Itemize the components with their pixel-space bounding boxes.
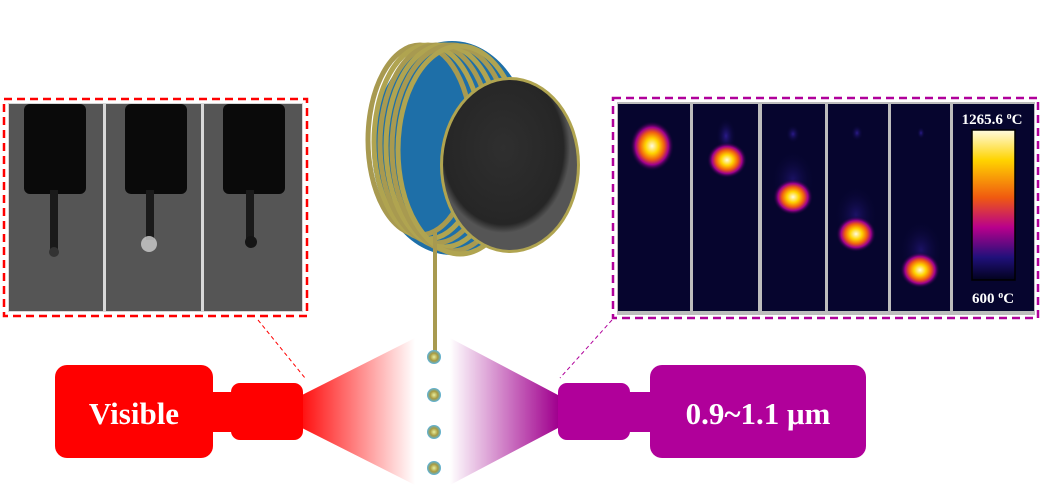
- thermal-frame-3: [762, 104, 825, 311]
- visible-connector-line: [257, 319, 306, 379]
- visible-frame-1: [9, 104, 103, 311]
- visible-camera: Visible: [55, 365, 303, 458]
- colorbar-max-label: 1265.6 oC: [962, 111, 1023, 128]
- colorbar: [971, 129, 1016, 281]
- visible-camera-body: [55, 365, 213, 458]
- bead: [427, 388, 441, 402]
- thermal-frame-2: [693, 104, 758, 311]
- thermal-image-panel: 1265.6 oC 600 oC: [611, 96, 1040, 320]
- infrared-camera-body: [650, 365, 866, 458]
- infrared-beam: [450, 338, 558, 485]
- visible-camera-lens: [231, 383, 303, 440]
- fiber-strand: [433, 230, 437, 355]
- bead: [427, 461, 441, 475]
- bead: [427, 425, 441, 439]
- thermal-dashed-border: [611, 96, 1040, 320]
- thermal-connector-line: [559, 319, 613, 379]
- colorbar-min-label: 600 oC: [972, 290, 1014, 307]
- bead: [427, 350, 441, 364]
- fiber-spool: [365, 41, 580, 355]
- spool-face: [443, 80, 577, 250]
- thermal-frame-4: [828, 104, 888, 311]
- visible-camera-label: Visible: [89, 396, 179, 431]
- visible-frame-3: [204, 104, 302, 311]
- infrared-camera: 0.9~1.1 μm: [558, 365, 866, 458]
- colorbar-panel: 1265.6 oC 600 oC: [953, 104, 1034, 311]
- visible-frame-2: [106, 104, 201, 311]
- visible-image-panel: [2, 97, 309, 318]
- thermal-frame-5: [891, 104, 950, 311]
- falling-beads: [427, 350, 441, 475]
- visible-beam: [302, 338, 415, 485]
- infrared-camera-label: 0.9~1.1 μm: [686, 396, 831, 431]
- thermal-frame-1: [618, 104, 690, 311]
- infrared-camera-lens: [558, 383, 630, 440]
